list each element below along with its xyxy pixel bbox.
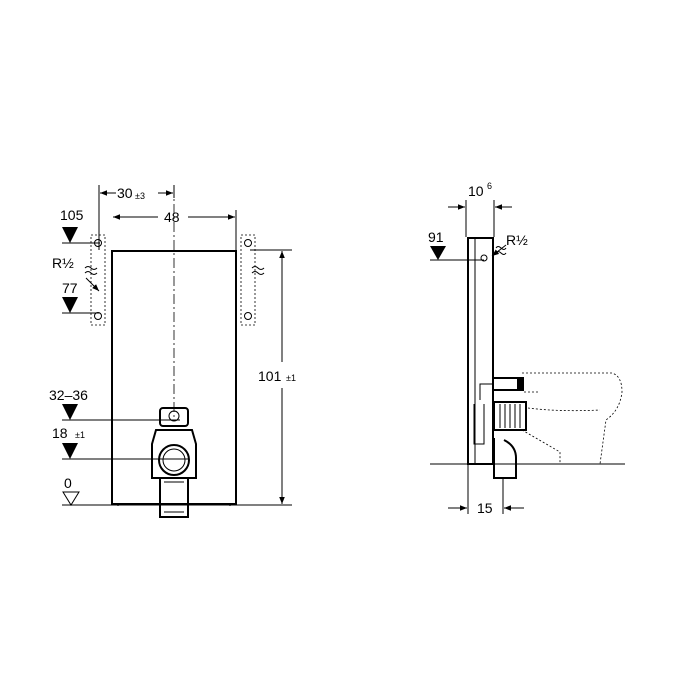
panel-body: [111, 250, 237, 505]
pointer-arrow: [491, 244, 507, 257]
water-inlet-icon: [251, 266, 265, 275]
water-inlet-icon: [495, 246, 507, 255]
level-marker-icon: [430, 246, 446, 260]
water-inlet-icon: [84, 266, 98, 275]
drain-elbow: [493, 438, 517, 479]
level-marker-icon: [62, 443, 78, 459]
bracket-left: [90, 234, 106, 326]
mount-bracket: [473, 404, 485, 445]
bracket-right: [240, 234, 256, 326]
frame-side: [467, 237, 494, 465]
pointer-arrow: [85, 277, 100, 292]
marker-91-label: 91: [428, 229, 444, 245]
marker-0-label: 0: [64, 475, 72, 491]
bracket-hole: [244, 312, 252, 320]
marker-r-label: R½: [506, 232, 528, 248]
marker-18-label: 18: [52, 425, 68, 441]
dim-101-label: 101: [258, 368, 282, 384]
dim-30-tol: ±3: [135, 191, 145, 201]
drain-connector: [493, 401, 527, 431]
dim-48-label: 48: [164, 209, 180, 225]
inlet-connector: [480, 254, 488, 262]
pipe-bend: [479, 383, 494, 400]
marker-32-36-label: 32–36: [49, 387, 88, 403]
marker-105-label: 105: [60, 207, 84, 223]
level-marker-icon: [62, 404, 78, 420]
marker-r-label: R½: [52, 255, 74, 271]
dim-30-label: 30: [117, 185, 133, 201]
floor-marker-icon: [62, 491, 80, 506]
hatch-lines: [499, 404, 521, 428]
dim-15-label: 15: [477, 500, 493, 516]
bracket-hole: [94, 312, 102, 320]
marker-18-tol: ±1: [75, 430, 85, 440]
pipe-end: [517, 378, 524, 390]
dim-101-tol: ±1: [286, 373, 296, 383]
toilet-bowl-outline: [522, 372, 623, 465]
marker-77-label: 77: [62, 280, 78, 296]
drain-fitting: [151, 407, 197, 518]
dim-10-sup: 6: [487, 181, 492, 191]
bracket-hole: [244, 239, 252, 247]
toilet-base-outline: [521, 391, 561, 464]
level-marker-icon: [62, 227, 78, 243]
side-view: 10 6 91 R½: [428, 181, 625, 516]
level-marker-icon: [62, 297, 78, 313]
front-view: 30 ±3 48 101 ±1 105 R½ 77: [49, 185, 296, 518]
dim-10-label: 10: [468, 183, 484, 199]
